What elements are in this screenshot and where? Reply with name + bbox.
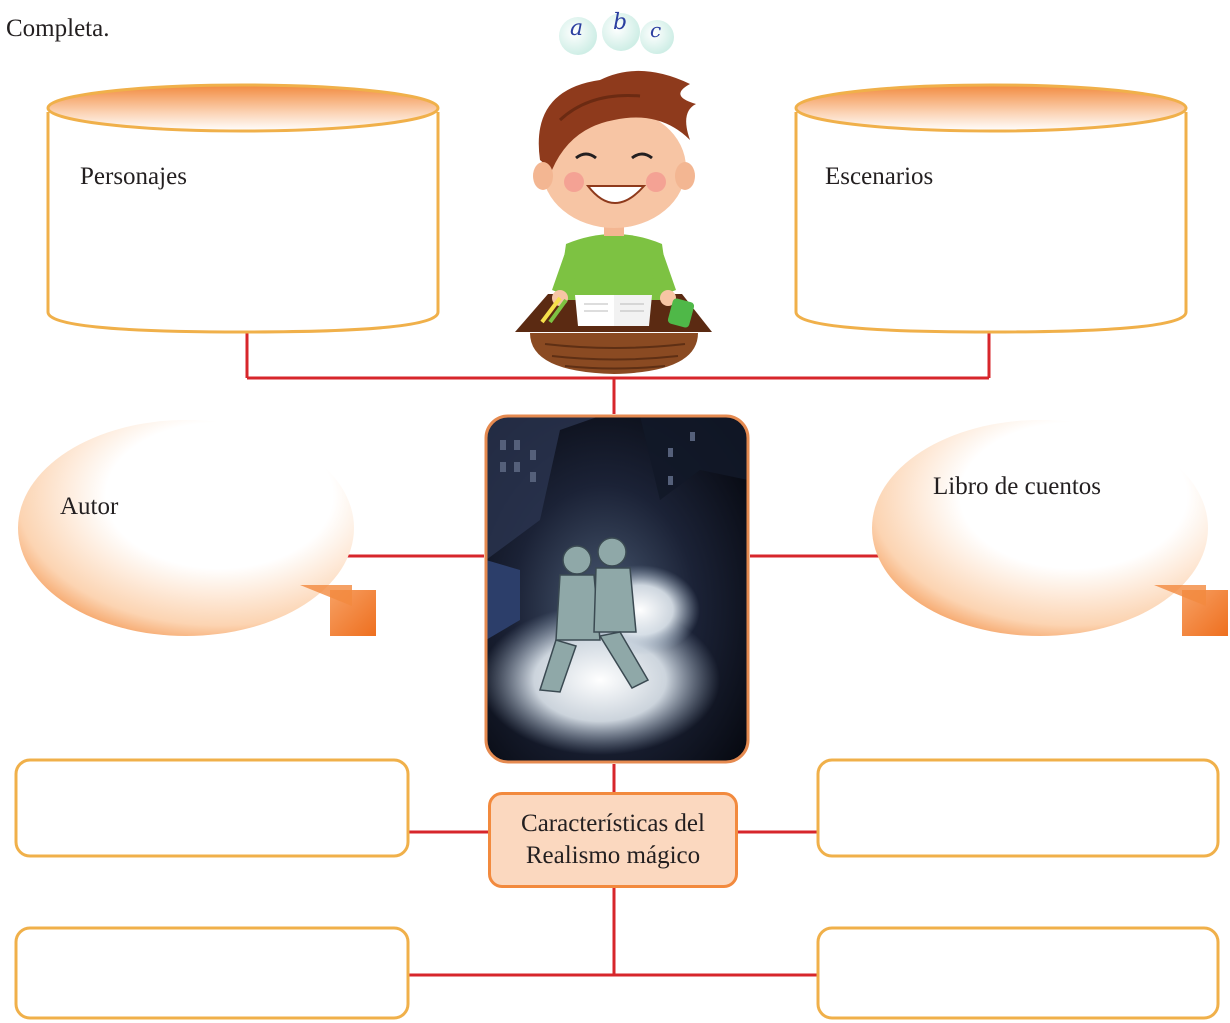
abc-letter-b: b (613, 10, 628, 35)
connector-lines (245, 332, 991, 977)
answer-box-3 (14, 926, 410, 1020)
node-label-personajes: Personajes (80, 163, 187, 190)
book-cover-illustration (484, 414, 750, 764)
central-node-realismo-magico: Características del Realismo mágico (488, 792, 738, 888)
central-node-line-2: Realismo mágico (525, 842, 701, 869)
speech-bubble-libro (872, 420, 1228, 636)
abc-letter-a: a (570, 16, 584, 41)
node-label-escenarios: Escenarios (825, 163, 934, 190)
cylinder-escenarios (794, 83, 1188, 334)
speech-bubble-autor (18, 420, 376, 636)
abc-letter-c: c (650, 18, 662, 42)
node-label-autor: Autor (60, 493, 119, 520)
central-node-line-1: Características del (521, 810, 705, 837)
boy-at-desk-illustration (515, 70, 712, 374)
abc-bubbles-icon (559, 13, 674, 55)
answer-box-4 (816, 926, 1220, 1020)
answer-box-2 (816, 758, 1220, 858)
answer-box-1 (14, 758, 410, 858)
instruction-text: Completa. (6, 15, 110, 42)
answer-boxes (14, 758, 1220, 1020)
node-label-libro: Libro de cuentos (933, 473, 1102, 500)
cylinder-personajes (46, 83, 440, 334)
